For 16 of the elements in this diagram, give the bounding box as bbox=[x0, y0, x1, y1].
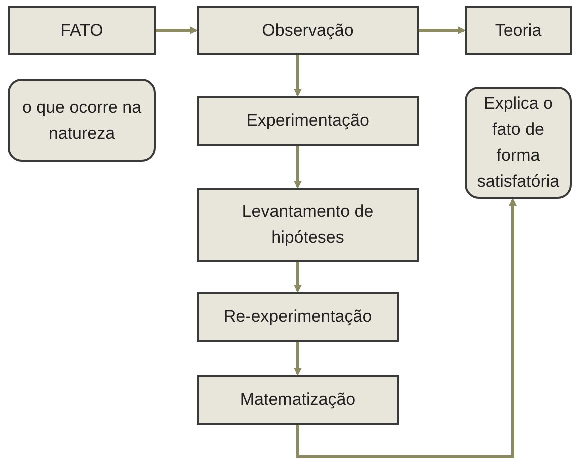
process-box: Observação bbox=[197, 6, 419, 55]
process-box: Teoria bbox=[465, 6, 572, 55]
note-box: Explica o fato de forma satisfatória bbox=[465, 87, 572, 199]
arrow bbox=[294, 55, 302, 97]
process-box: Experimentação bbox=[197, 96, 419, 146]
arrow bbox=[156, 26, 198, 34]
arrow bbox=[294, 146, 302, 189]
process-box: FATO bbox=[8, 6, 156, 55]
arrow bbox=[294, 262, 302, 293]
arrow bbox=[419, 26, 466, 34]
note-box: o que ocorre na natureza bbox=[8, 79, 156, 162]
process-box: Matematização bbox=[197, 375, 399, 425]
arrow bbox=[296, 198, 517, 458]
process-box: Re-experimentação bbox=[197, 292, 399, 342]
arrow bbox=[294, 342, 302, 376]
process-box: Levantamento de hipóteses bbox=[197, 188, 419, 262]
